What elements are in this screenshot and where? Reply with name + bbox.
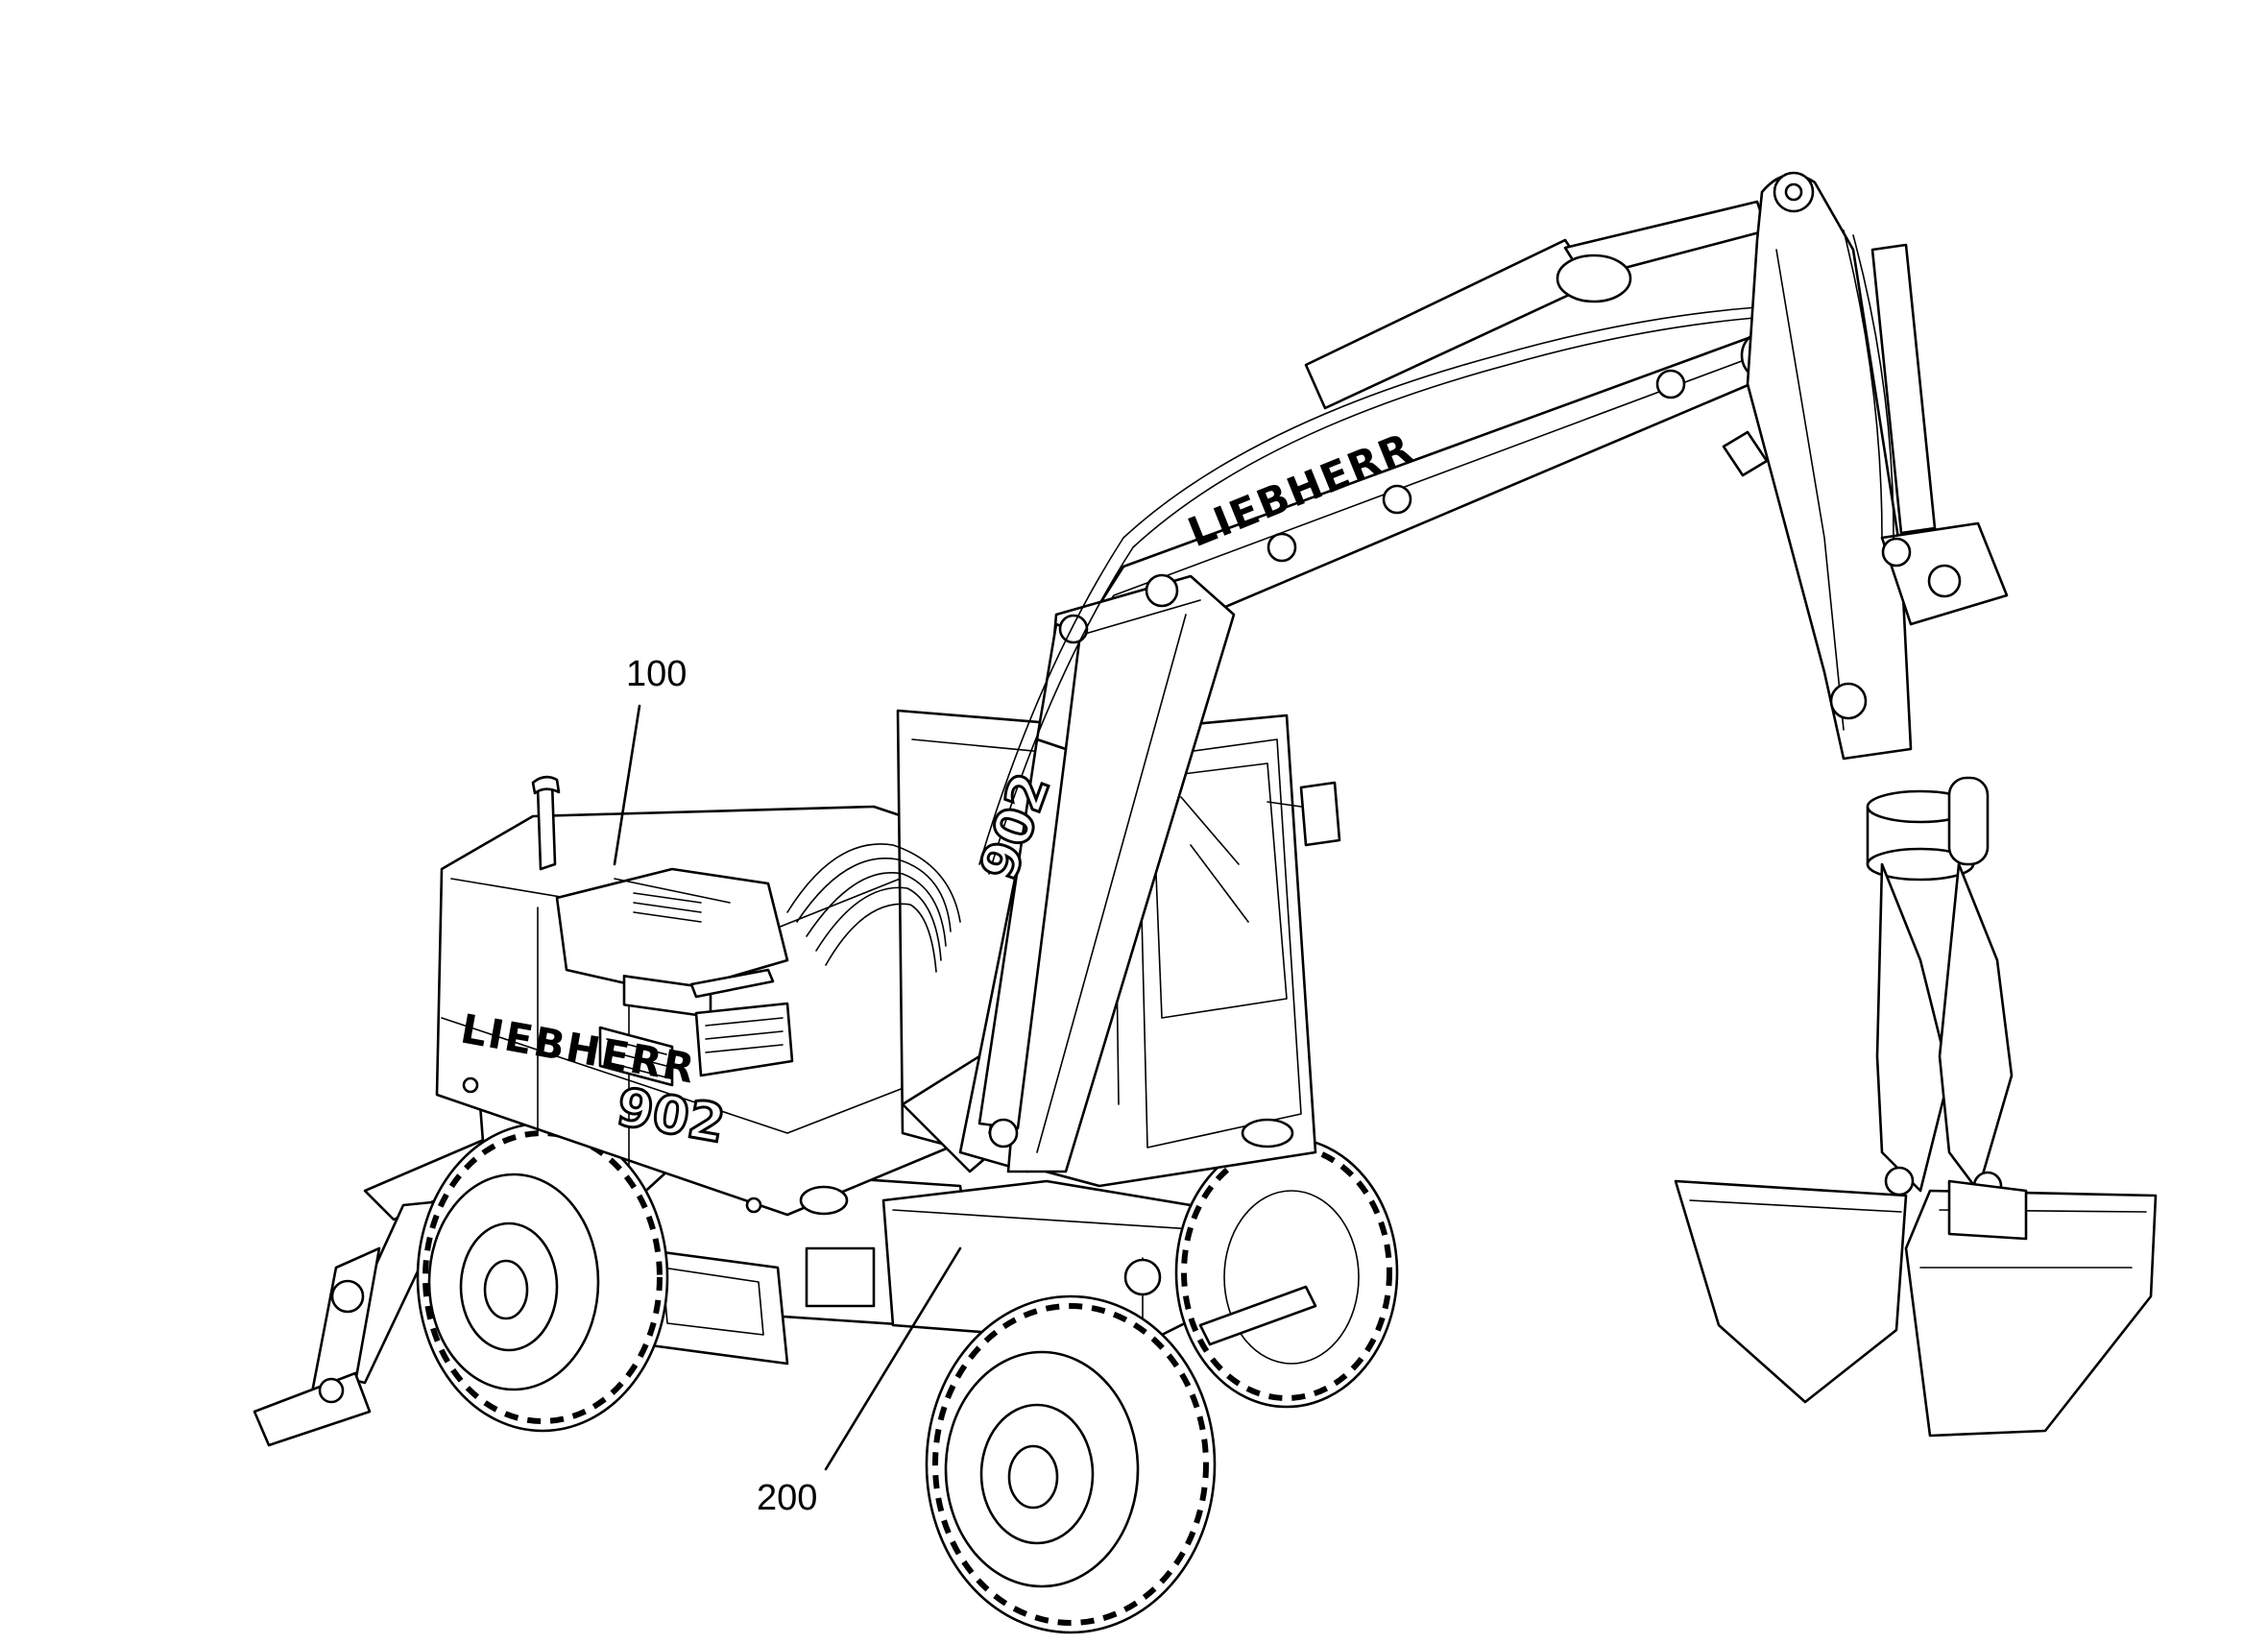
hydraulic-hoses <box>786 843 961 973</box>
model-number-body: 902 <box>613 1076 730 1155</box>
wheel-rear-right <box>1174 1136 1399 1409</box>
reference-label-undercarriage: 200 <box>757 1478 817 1518</box>
undercarriage <box>253 1102 1399 1634</box>
exhaust-pipe <box>531 775 561 871</box>
upper-carriage <box>435 709 1341 1217</box>
reference-labels: 100 200 <box>613 654 962 1518</box>
leader-line-undercarriage <box>824 1246 962 1471</box>
leader-line-upper-carriage <box>613 704 641 866</box>
rotator <box>1866 776 1990 882</box>
vent-grille-side <box>598 1002 794 1087</box>
reference-label-upper-carriage: 100 <box>626 654 687 694</box>
side-mirror <box>1267 781 1341 847</box>
wheel-front-right <box>925 1294 1217 1634</box>
stick-cylinder <box>1304 200 1769 410</box>
clamshell-grab <box>1674 862 2158 1438</box>
boom-assembly <box>958 171 2158 1438</box>
wheel-rear-left <box>416 1122 669 1433</box>
vent-grille <box>622 892 712 1019</box>
